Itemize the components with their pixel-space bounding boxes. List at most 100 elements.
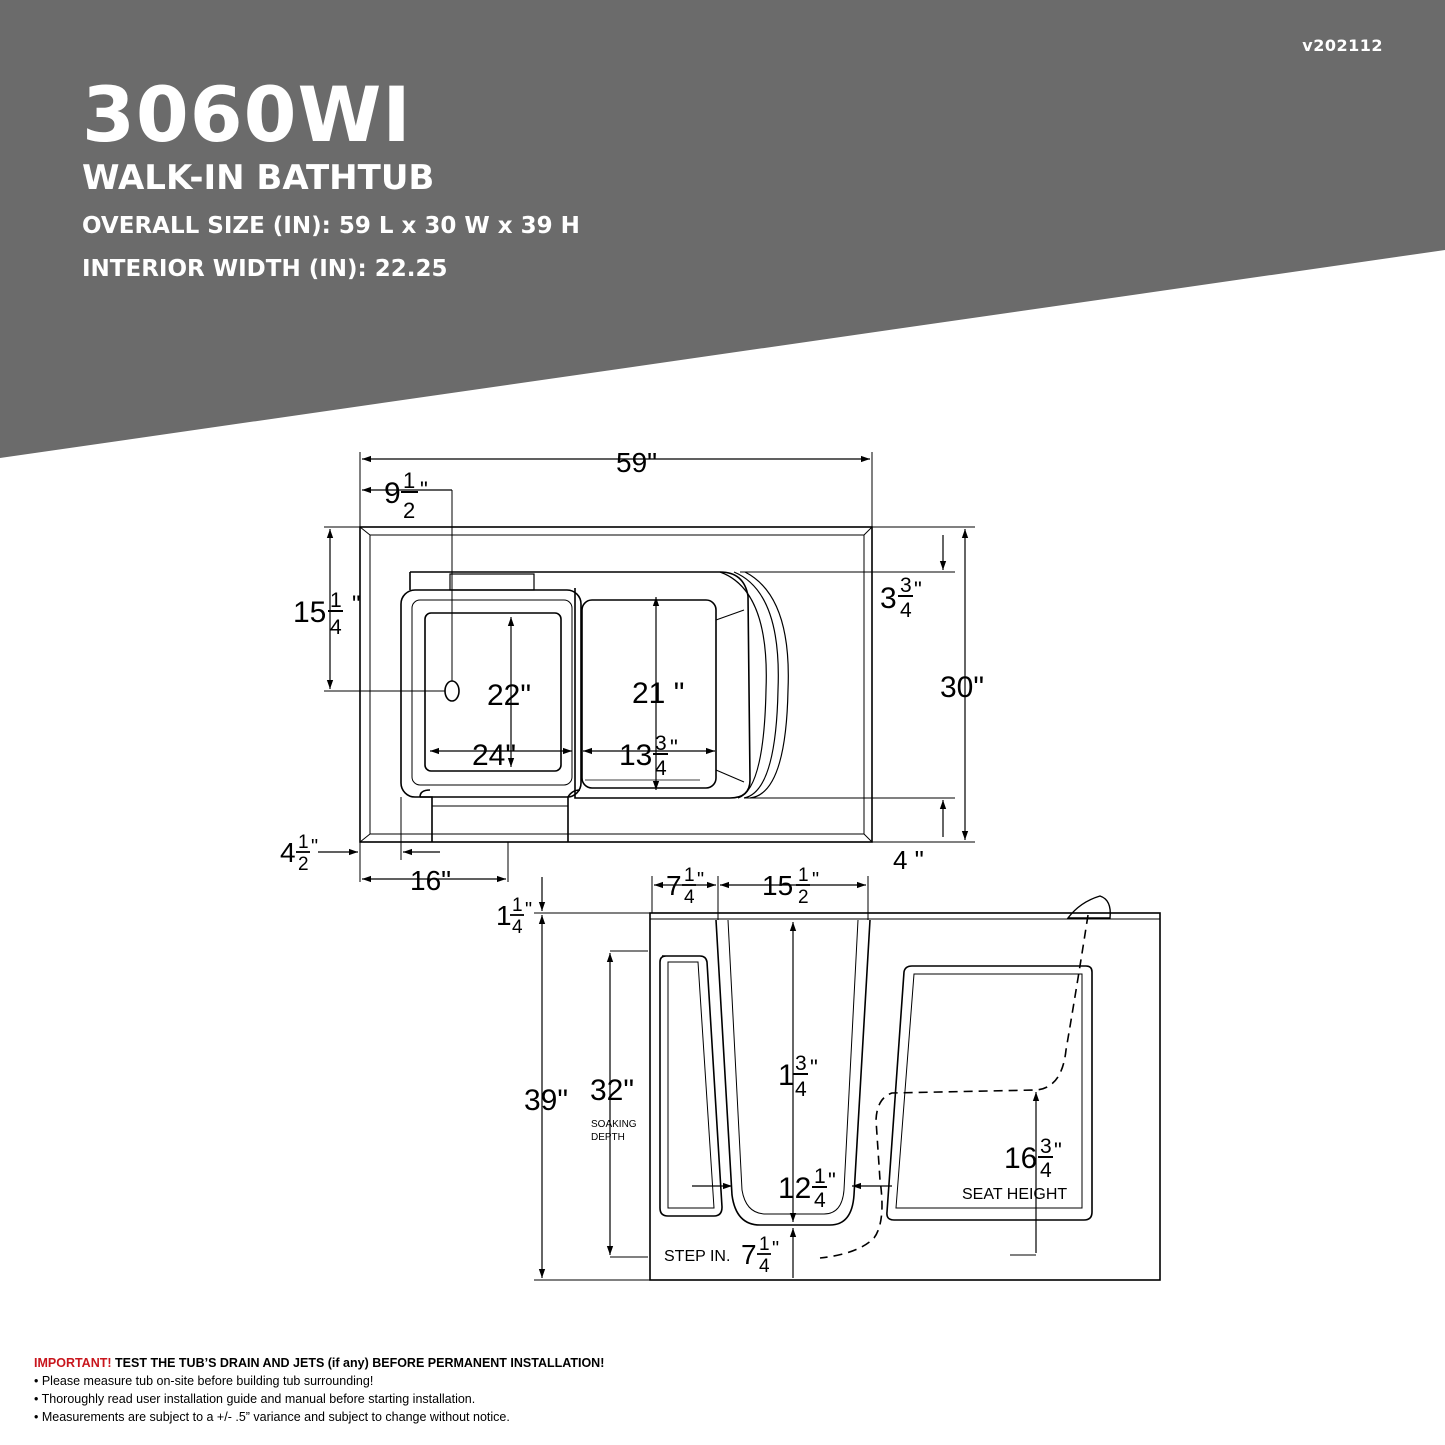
dim-seat-height: 16 3 4 " bbox=[1004, 1135, 1062, 1182]
svg-text:": " bbox=[1054, 1138, 1062, 1163]
svg-text:3: 3 bbox=[880, 582, 897, 615]
top-view bbox=[324, 452, 975, 882]
seat-area-inner bbox=[581, 599, 717, 789]
svg-text:3: 3 bbox=[1040, 1135, 1052, 1158]
tub-outline-side bbox=[649, 912, 1161, 1281]
svg-text:1: 1 bbox=[298, 832, 309, 853]
dim-back-offset: 3 3 4 " bbox=[880, 574, 922, 622]
svg-text:4: 4 bbox=[280, 837, 296, 868]
dim-overall-height: 39" bbox=[524, 1084, 568, 1117]
dim-bottom-width: 12 1 4 " bbox=[778, 1165, 836, 1212]
svg-text:": " bbox=[697, 869, 704, 891]
seat-profile bbox=[886, 965, 1093, 1221]
svg-text:": " bbox=[670, 735, 678, 760]
tub-rim-inner bbox=[369, 534, 865, 835]
svg-text:1: 1 bbox=[798, 865, 809, 886]
svg-text:": " bbox=[810, 1055, 818, 1080]
soaking-label-line1: SOAKING bbox=[591, 1119, 637, 1130]
svg-text:2: 2 bbox=[798, 887, 809, 908]
important-text: TEST THE TUB’S DRAIN AND JETS (if any) B… bbox=[111, 1356, 605, 1370]
svg-text:4: 4 bbox=[330, 616, 342, 639]
dim-step-in: 7 1 4 " bbox=[741, 1234, 779, 1277]
note-item: • Measurements are subject to a +/- .5” … bbox=[34, 1410, 510, 1424]
svg-text:1: 1 bbox=[512, 895, 523, 916]
dim-inner-depth: 1 3 4 " bbox=[778, 1052, 818, 1101]
svg-text:": " bbox=[914, 577, 922, 602]
svg-text:16: 16 bbox=[1004, 1142, 1037, 1175]
svg-text:12: 12 bbox=[778, 1172, 811, 1205]
svg-text:15: 15 bbox=[762, 870, 793, 901]
control-panel bbox=[449, 573, 535, 591]
svg-text:": " bbox=[525, 899, 532, 921]
drain bbox=[444, 680, 460, 702]
svg-text:4: 4 bbox=[655, 757, 667, 780]
svg-text:2: 2 bbox=[403, 498, 415, 523]
dim-soaking-depth: 32" bbox=[590, 1074, 634, 1107]
svg-text:7: 7 bbox=[666, 870, 682, 901]
door-base bbox=[419, 789, 581, 842]
top-view-dimensions bbox=[318, 455, 969, 883]
svg-text:1: 1 bbox=[684, 865, 695, 886]
svg-text:1: 1 bbox=[759, 1234, 770, 1255]
product-subtitle: WALK-IN BATHTUB bbox=[82, 158, 435, 198]
svg-text:3: 3 bbox=[795, 1052, 807, 1075]
door-panel bbox=[659, 955, 723, 1217]
svg-text:": " bbox=[772, 1238, 779, 1260]
dim-overall-length: 59" bbox=[616, 447, 657, 478]
side-view-dimensions bbox=[538, 877, 1040, 1278]
important-word: IMPORTANT! bbox=[34, 1356, 112, 1370]
dim-overall-width: 30" bbox=[940, 671, 984, 704]
svg-text:": " bbox=[311, 836, 318, 858]
svg-text:4: 4 bbox=[814, 1189, 826, 1212]
step-in-label: STEP IN. bbox=[664, 1248, 730, 1265]
svg-text:13: 13 bbox=[619, 739, 652, 772]
svg-text:4: 4 bbox=[900, 599, 912, 622]
svg-text:9: 9 bbox=[384, 477, 401, 510]
dim-front-offset: 4 " bbox=[893, 845, 924, 875]
dim-door-depth: 22" bbox=[487, 679, 531, 712]
svg-text:2: 2 bbox=[298, 854, 309, 875]
dim-drain-offset: 9 1 2 " bbox=[384, 468, 428, 523]
dim-door-width: 24" bbox=[472, 739, 516, 772]
dim-top-width: 15 1 2 " bbox=[762, 865, 819, 908]
footwell-profile bbox=[715, 919, 871, 1226]
header-band-shape bbox=[0, 0, 1445, 458]
svg-text:3: 3 bbox=[900, 574, 912, 597]
svg-text:1: 1 bbox=[496, 900, 512, 931]
svg-text:1: 1 bbox=[403, 468, 415, 493]
note-item: • Thoroughly read user installation guid… bbox=[34, 1392, 476, 1406]
seat-area-outer bbox=[410, 571, 751, 799]
svg-text:7: 7 bbox=[741, 1239, 757, 1270]
footwell bbox=[424, 612, 562, 772]
faucet bbox=[1066, 895, 1111, 919]
tub-outline-top bbox=[359, 526, 873, 843]
dim-seat-width: 13 3 4 " bbox=[619, 732, 678, 780]
svg-text:1: 1 bbox=[330, 589, 342, 612]
overall-size: OVERALL SIZE (IN): 59 L x 30 W x 39 H bbox=[82, 213, 580, 239]
installation-notes: IMPORTANT! TEST THE TUB’S DRAIN AND JETS… bbox=[34, 1354, 604, 1426]
svg-text:4: 4 bbox=[1040, 1159, 1052, 1182]
svg-text:1: 1 bbox=[778, 1059, 795, 1092]
svg-text:4: 4 bbox=[512, 917, 523, 938]
svg-text:": " bbox=[352, 591, 361, 618]
svg-text:1: 1 bbox=[814, 1165, 826, 1188]
dim-rim-offset: 7 1 4 " bbox=[666, 865, 704, 908]
soaking-label-line2: DEPTH bbox=[591, 1132, 625, 1143]
important-notice: IMPORTANT! TEST THE TUB’S DRAIN AND JETS… bbox=[34, 1354, 604, 1372]
note-item: • Please measure tub on-site before buil… bbox=[34, 1374, 374, 1388]
svg-text:": " bbox=[420, 477, 428, 502]
svg-text:": " bbox=[828, 1168, 836, 1193]
svg-text:": " bbox=[812, 869, 819, 891]
dim-seat-depth: 21 " bbox=[632, 677, 684, 710]
seat-height-label: SEAT HEIGHT bbox=[962, 1186, 1067, 1203]
seat-contour-dashed bbox=[819, 914, 1089, 1259]
svg-text:4: 4 bbox=[795, 1078, 807, 1101]
dim-rim-height: 1 1 4 " bbox=[496, 895, 532, 938]
svg-text:4: 4 bbox=[759, 1256, 770, 1277]
svg-text:15: 15 bbox=[293, 596, 326, 629]
svg-text:3: 3 bbox=[655, 732, 667, 755]
version-code: v202112 bbox=[1302, 36, 1383, 55]
interior-width: INTERIOR WIDTH (IN): 22.25 bbox=[82, 256, 448, 282]
